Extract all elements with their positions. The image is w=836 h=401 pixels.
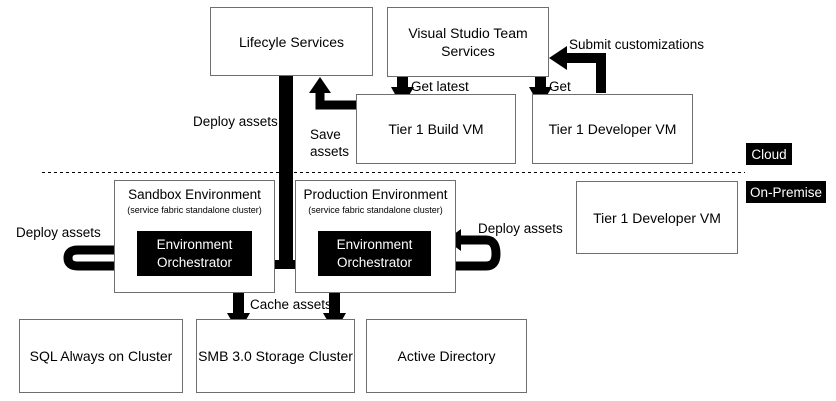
deploy-assets-label-left: Deploy assets xyxy=(16,225,101,240)
lifecycle-services-label: Lifecyle Services xyxy=(238,33,345,50)
sql-cluster-label: SQL Always on Cluster xyxy=(29,348,173,364)
active-directory-label: Active Directory xyxy=(397,348,496,364)
build-vm-box: Tier 1 Build VM xyxy=(356,94,516,164)
submit-customizations-label: Submit customizations xyxy=(569,37,705,52)
developer-vm-cloud-box: Tier 1 Developer VM xyxy=(532,94,693,164)
sandbox-environment-title: Sandbox Environment xyxy=(128,187,261,202)
save-assets-arrow-head xyxy=(309,77,331,93)
submit-customizations-arrow xyxy=(566,53,606,93)
orchestrator-link-shaft xyxy=(270,260,310,269)
sql-cluster-box: SQL Always on Cluster xyxy=(19,319,183,393)
get-latest-label: Get latest xyxy=(411,79,469,94)
sandbox-orchestrator-line2: Orchestrator xyxy=(156,254,233,270)
cloud-zone-tag: Cloud xyxy=(746,143,792,165)
smb-storage-label: SMB 3.0 Storage Cluster xyxy=(198,348,353,364)
sandbox-deploy-loop xyxy=(63,245,121,271)
production-orchestrator-line2: Orchestrator xyxy=(336,254,413,270)
vsts-label-line2: Services xyxy=(441,43,495,59)
deploy-assets-label-center: Deploy assets xyxy=(193,114,278,129)
developer-vm-onprem-label: Tier 1 Developer VM xyxy=(593,209,721,226)
get-arrow-shaft xyxy=(535,66,546,89)
vsts-label-line1: Visual Studio Team xyxy=(408,25,528,41)
cache-assets-arrow-left-shaft xyxy=(233,276,244,316)
save-assets-arrow xyxy=(315,92,357,110)
on-premise-zone-tag: On-Premise xyxy=(746,181,826,203)
sandbox-orchestrator-line1: Environment xyxy=(156,236,233,252)
deploy-assets-label-right: Deploy assets xyxy=(478,221,563,236)
developer-vm-cloud-label: Tier 1 Developer VM xyxy=(548,121,677,137)
production-orchestrator: Environment Orchestrator xyxy=(318,231,431,276)
vsts-box: Visual Studio Team Services xyxy=(387,7,549,77)
cache-assets-label: Cache assets xyxy=(250,297,332,312)
deploy-assets-arrow-shaft xyxy=(279,75,293,266)
production-environment-subtitle: (service fabric standalone cluster) xyxy=(308,205,443,215)
cache-assets-arrow-right-shaft xyxy=(329,276,340,316)
get-label: Get xyxy=(549,79,571,94)
smb-storage-box: SMB 3.0 Storage Cluster xyxy=(196,319,355,393)
production-orchestrator-line1: Environment xyxy=(336,236,413,252)
developer-vm-onprem-box: Tier 1 Developer VM xyxy=(576,181,738,254)
get-latest-arrow-shaft xyxy=(397,66,408,89)
sandbox-environment-subtitle: (service fabric standalone cluster) xyxy=(127,205,262,215)
save-assets-label-line2: assets xyxy=(310,144,350,159)
lifecycle-services-box: Lifecyle Services xyxy=(210,7,373,76)
active-directory-box: Active Directory xyxy=(366,319,527,393)
production-environment-title: Production Environment xyxy=(303,187,448,202)
save-assets-label-line1: Save xyxy=(310,127,341,142)
production-deploy-loop xyxy=(446,235,501,271)
build-vm-label: Tier 1 Build VM xyxy=(388,121,484,137)
sandbox-orchestrator: Environment Orchestrator xyxy=(137,231,252,276)
submit-customizations-arrow-head xyxy=(549,46,567,70)
